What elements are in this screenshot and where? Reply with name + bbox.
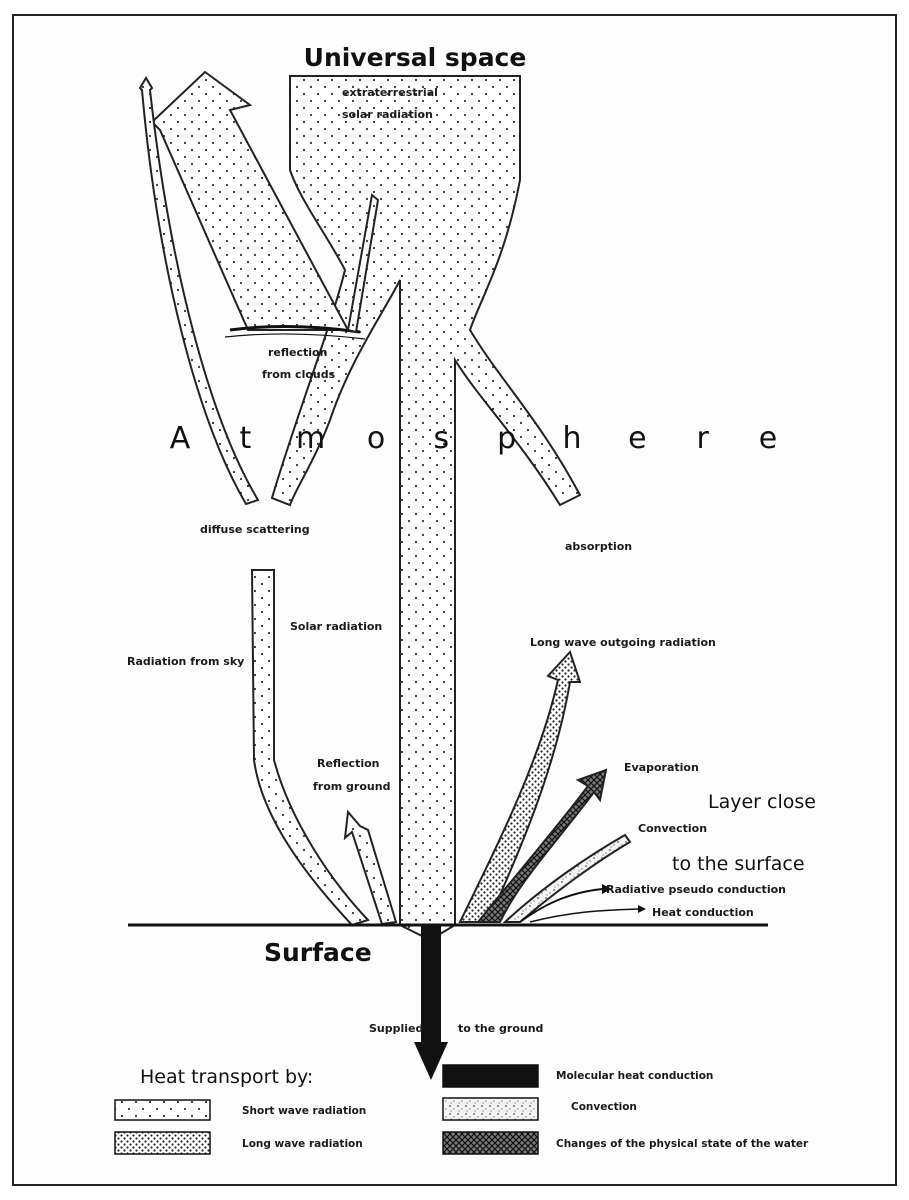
legend-label-short-wave: Short wave radiation [242,1105,366,1117]
legend-swatch-long-wave [115,1132,210,1154]
legend-label-phase-change: Changes of the physical state of the wat… [556,1138,809,1150]
extraterrestrial-label-1: extraterrestrial [342,86,438,99]
atmosphere-letter: m [296,421,325,456]
atmosphere-letter: e [759,421,777,456]
legend-swatch-short-wave [115,1100,210,1120]
legend-label-convection: Convection [571,1101,637,1113]
atmosphere-letter: r [696,421,709,456]
heat-conduction-line [530,909,640,922]
radiation-from-sky-label: Radiation from sky [127,655,244,668]
diffuse-scattering-label: diffuse scattering [200,523,310,536]
heat-conduction-arrowhead [638,905,646,913]
to-the-ground-label: to the ground [458,1022,543,1035]
atmosphere-letter: h [562,421,581,456]
atmosphere-letter: o [367,421,385,456]
reflection-from-ground-label-1: Reflection [317,757,379,770]
atmosphere-letter: A [170,421,191,456]
legend-swatch-phase-change [443,1132,538,1154]
layer-close-label-1: Layer close [708,791,816,813]
atmosphere-letter: e [628,421,646,456]
surface-label: Surface [264,938,372,967]
extraterrestrial-label-2: solar radiation [342,108,433,121]
universal-space-title: Universal space [304,43,527,72]
reflection-from-clouds-label-2: from clouds [262,368,336,381]
reflection-from-ground-label-2: from ground [313,780,390,793]
solar-radiation-label: Solar radiation [290,620,382,633]
atmosphere-letter: s [434,421,450,456]
heat-conduction-label: Heat conduction [652,906,754,919]
layer-close-label-2: to the surface [672,853,805,875]
legend-label-long-wave: Long wave radiation [242,1138,363,1150]
legend-swatch-molecular [443,1065,538,1087]
evaporation-label: Evaporation [624,761,699,774]
absorption-label: absorption [565,540,632,553]
radiative-pseudo-conduction-label: Radiative pseudo conduction [606,883,786,896]
atmosphere-letter: p [497,421,516,456]
long-wave-outgoing-label: Long wave outgoing radiation [530,636,716,649]
ground-heat-arrow [414,925,448,1080]
supplied-label: Supplied [369,1022,423,1035]
convection-label: Convection [638,822,707,835]
legend-title: Heat transport by: [140,1066,313,1088]
reflection-from-clouds-label-1: reflection [268,346,327,359]
atmosphere-letter: t [239,421,251,456]
legend-swatch-convection [443,1098,538,1120]
legend-label-molecular: Molecular heat conduction [556,1070,713,1082]
